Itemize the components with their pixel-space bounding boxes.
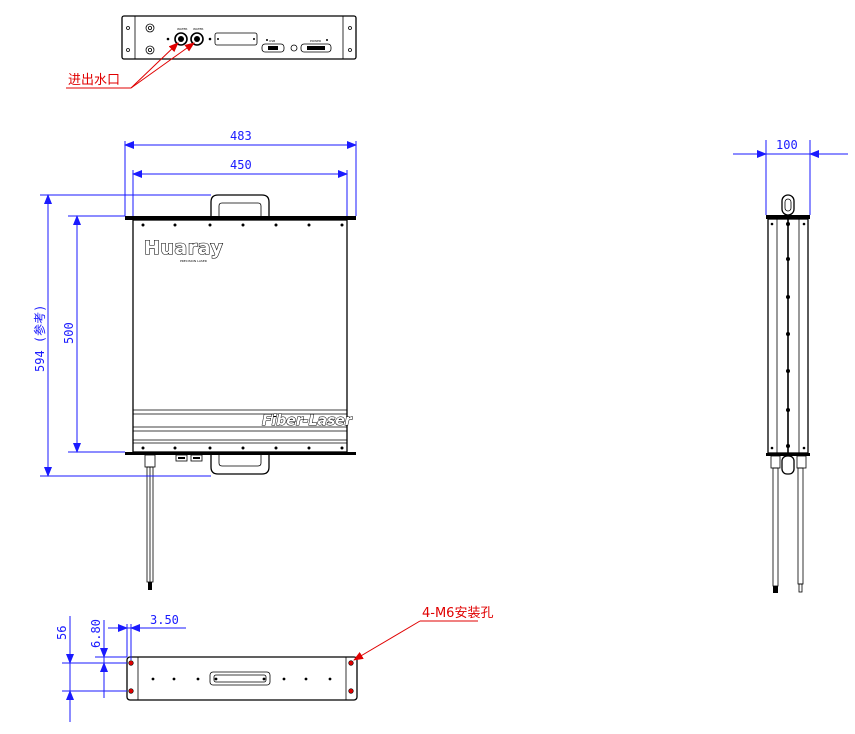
water-outlet-connector: WATER: [190, 27, 204, 46]
brand-logo: Huaray: [144, 237, 223, 259]
mount-holes-label: 4-M6安装孔: [422, 606, 493, 621]
fiber-laser-label: Fiber-Laser: [262, 413, 353, 429]
mounting-panel-view: 4-M6安装孔 56 6.80 3.50: [55, 606, 493, 722]
svg-text:500: 500: [62, 322, 76, 344]
dim-body-width: 450: [132, 158, 348, 216]
svg-text:3.50: 3.50: [150, 613, 179, 627]
dim-overall-width: 483: [124, 129, 357, 216]
dim-body-height: 500: [62, 215, 125, 453]
dim-hole-offset-y: 6.80: [89, 619, 127, 698]
front-view: Huaray PRECISION LASER Fiber-Laser 483: [32, 129, 357, 590]
svg-text:594 (参考): 594 (参考): [32, 305, 47, 372]
usb-connector: USB: [261, 39, 285, 53]
side-view: 100: [733, 138, 848, 593]
svg-text:56: 56: [55, 626, 69, 640]
svg-text:483: 483: [230, 129, 252, 143]
svg-text:WATER: WATER: [177, 27, 187, 31]
svg-text:USB: USB: [269, 39, 275, 43]
dim-side-depth: 100: [733, 138, 848, 215]
svg-text:WATER: WATER: [193, 27, 203, 31]
water-inlet-connector: WATER: [174, 27, 188, 46]
dim-rack-height: 56: [55, 616, 127, 722]
dim-hole-offset-x: 3.50: [108, 613, 186, 660]
svg-text:POWER: POWER: [310, 39, 321, 43]
water-ports-label: 进出水口: [68, 73, 120, 88]
svg-text:6.80: 6.80: [89, 619, 103, 648]
mount-holes-callout: 4-M6安装孔: [353, 606, 493, 661]
svg-text:450: 450: [230, 158, 252, 172]
svg-text:100: 100: [776, 138, 798, 152]
dim-overall-height: 594 (参考): [32, 194, 211, 477]
power-connector: POWER: [300, 39, 332, 53]
brand-subtitle: PRECISION LASER: [180, 259, 207, 263]
water-ports-callout: 进出水口: [66, 42, 195, 89]
rear-panel-view: WATER WATER USB POWER: [66, 15, 357, 89]
